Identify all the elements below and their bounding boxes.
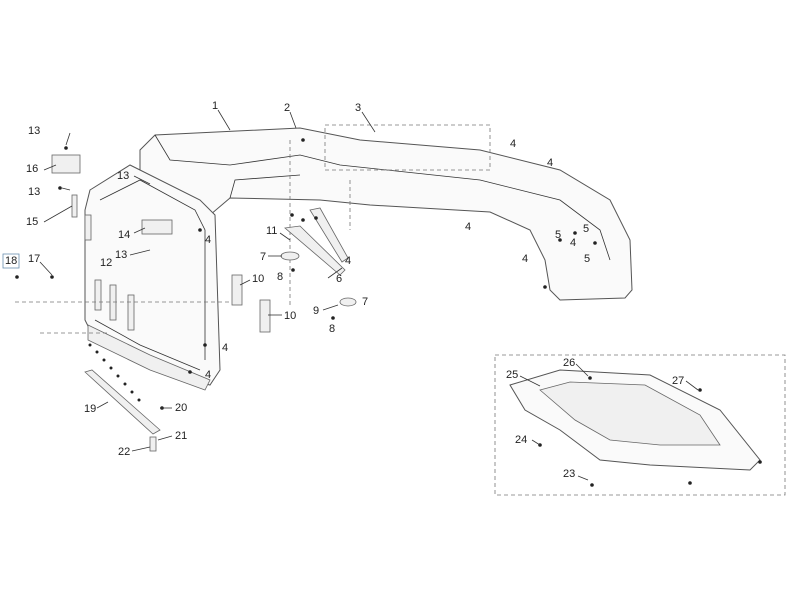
callout-21: 21 [175, 430, 187, 442]
callout-22: 22 [118, 446, 130, 458]
callout-5: 5 [584, 253, 590, 265]
callout-4: 4 [345, 255, 351, 267]
callout-4: 4 [205, 234, 211, 246]
callout-16: 16 [26, 163, 38, 175]
callout-8: 8 [329, 323, 335, 335]
bracket-14 [141, 219, 173, 235]
leader-lines [39, 109, 699, 481]
callout-2: 2 [284, 102, 290, 114]
callout-7: 7 [260, 251, 266, 263]
callout-19: 19 [84, 403, 96, 415]
rail-11 [284, 225, 346, 276]
callout-10: 10 [252, 273, 264, 285]
callout-27: 27 [672, 375, 684, 387]
callout-labels: 1 2 3 4 4 4 4 4 4 4 4 4 5 5 5 6 7 7 8 8 … [5, 100, 684, 480]
callout-14: 14 [118, 229, 130, 241]
callout-3: 3 [355, 102, 361, 114]
callout-4: 4 [222, 342, 228, 354]
callout-5: 5 [583, 223, 589, 235]
bracket-16 [51, 154, 81, 174]
callout-13: 13 [115, 249, 127, 261]
detail-box-sunroof [494, 354, 786, 496]
callout-10: 10 [284, 310, 296, 322]
callout-1: 1 [212, 100, 218, 112]
callout-15: 15 [26, 216, 38, 228]
strip-19 [84, 369, 161, 435]
dashed-leaders [15, 140, 351, 334]
callout-4: 4 [547, 157, 553, 169]
callout-25: 25 [506, 369, 518, 381]
callout-18-box [2, 253, 20, 269]
callout-13: 13 [28, 186, 40, 198]
clip-7b [339, 297, 357, 307]
clip-7a [280, 251, 300, 261]
fasteners [15, 138, 762, 487]
callout-18: 18 [5, 255, 17, 267]
callout-24: 24 [515, 434, 527, 446]
side-rails [84, 214, 135, 331]
callout-23: 23 [563, 468, 575, 480]
callout-4: 4 [465, 221, 471, 233]
callout-20: 20 [175, 402, 187, 414]
callout-7: 7 [362, 296, 368, 308]
callout-9: 9 [313, 305, 319, 317]
callout-11: 11 [266, 225, 277, 237]
callout-8: 8 [277, 271, 283, 283]
callout-4: 4 [522, 253, 528, 265]
fastener-row [88, 343, 141, 402]
callout-13: 13 [117, 170, 129, 182]
callout-12: 12 [100, 257, 112, 269]
bracket-10a [231, 274, 243, 306]
strip-15 [71, 194, 78, 218]
callout-4: 4 [205, 369, 211, 381]
side-panel [84, 164, 221, 391]
callout-4: 4 [570, 237, 576, 249]
callout-5: 5 [555, 229, 561, 241]
callout-17: 17 [28, 253, 40, 265]
seal-22 [149, 436, 157, 452]
rail-6 [309, 207, 349, 263]
callout-26: 26 [563, 357, 575, 369]
callout-13: 13 [28, 125, 40, 137]
bracket-10b [259, 299, 271, 333]
callout-6: 6 [336, 273, 342, 285]
callout-4: 4 [510, 138, 516, 150]
